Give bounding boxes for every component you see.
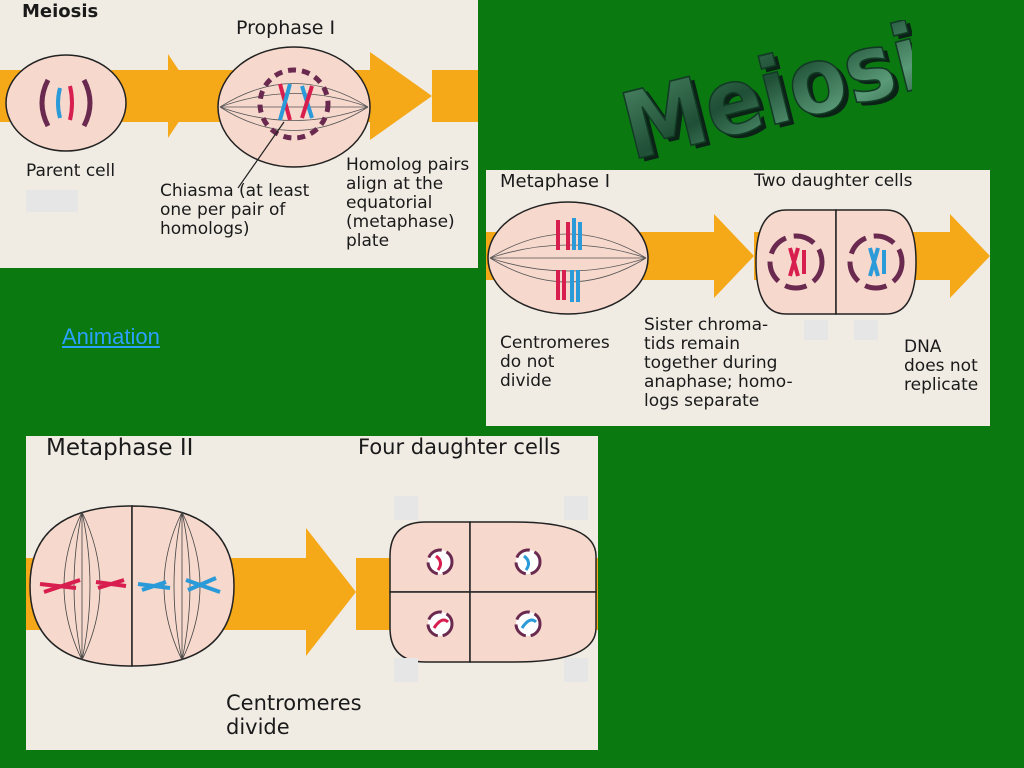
panel-heading: Meiosis xyxy=(22,1,99,22)
parent-cell-label: Parent cell xyxy=(26,161,116,181)
slide-title-art: Meiosis Meiosis xyxy=(610,0,987,185)
sister-chromatids-label: Sister chroma- tids remain together duri… xyxy=(644,315,793,412)
prophase-panel: Meiosis Prophase I Parent cell Chiasma (… xyxy=(0,0,478,268)
result-label: Two daughter cells xyxy=(754,171,913,191)
centromeres-label: Centromeres do not divide xyxy=(500,333,610,392)
metaphase-one-panel: Metaphase I Two daughter cells Centromer… xyxy=(486,170,990,426)
slide-title: Meiosis xyxy=(612,20,912,180)
centromeres-label: Centromeres divide xyxy=(226,691,362,739)
stage-label: Prophase I xyxy=(236,17,336,39)
chiasma-pointer xyxy=(237,121,285,189)
result-label: Four daughter cells xyxy=(358,436,561,459)
four-daughter-cells xyxy=(389,521,597,663)
label-mask xyxy=(26,190,78,212)
parent-cell xyxy=(5,54,127,152)
animation-link[interactable]: Animation xyxy=(62,324,160,349)
metaphase-two-panel: Metaphase II Four daughter cells Centrom… xyxy=(26,436,598,750)
homolog-pairs-label: Homolog pairs align at the equatorial (m… xyxy=(346,155,470,252)
two-daughter-cells xyxy=(755,209,917,315)
stage-label: Metaphase II xyxy=(46,436,194,461)
stage-label: Metaphase I xyxy=(500,171,611,192)
chiasma-label: Chiasma (at least one per pair of homolo… xyxy=(160,181,310,240)
metaphase-two-cells xyxy=(29,505,235,667)
nuclear-envelope xyxy=(257,67,331,141)
dna-label: DNA does not replicate xyxy=(904,337,979,396)
